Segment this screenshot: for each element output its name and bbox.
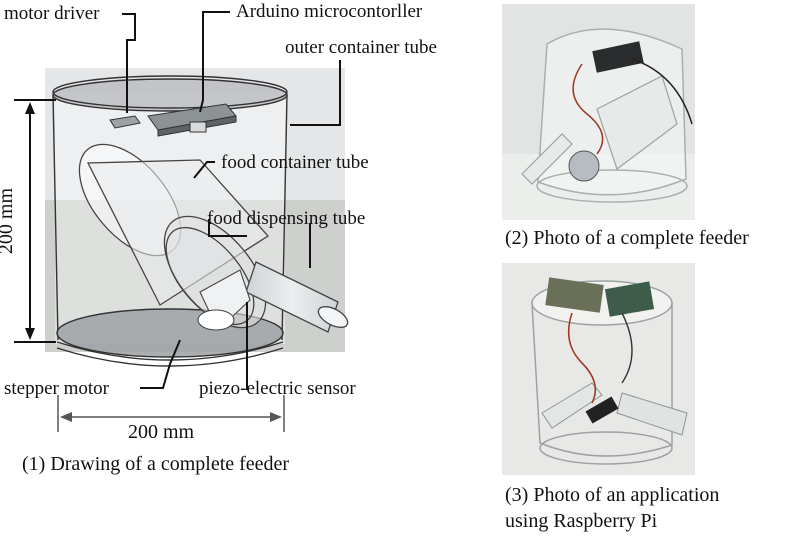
height-dimension	[14, 99, 56, 343]
caption-photo3-line1: (3) Photo of an application	[505, 484, 720, 506]
width-dimension	[57, 395, 285, 432]
photo2-motor	[568, 150, 600, 182]
outer-tube-label: outer container tube	[285, 37, 437, 58]
stepper-motor	[197, 269, 251, 331]
photo-complete-feeder	[502, 4, 695, 220]
photo2-inner-tube	[521, 75, 678, 185]
height-dimension-label: 200 mm	[0, 187, 18, 255]
food-dispensing-tube	[245, 261, 349, 333]
caption-photo3-line2: using Raspberry Pi	[505, 510, 658, 532]
photo3-wires	[567, 312, 597, 404]
photo3-arduino-board	[604, 281, 655, 317]
photo3-dispensing-tube	[616, 392, 688, 436]
piezo-sensor-label: piezo-electric sensor	[199, 378, 356, 399]
food-dispensing-label: food dispensing tube	[207, 208, 366, 229]
leader-lines	[122, 11, 341, 390]
photo2-wires	[572, 63, 604, 155]
motor-driver-label: motor driver	[4, 3, 100, 24]
food-container-label: food container tube	[221, 152, 369, 173]
photo2-board	[592, 41, 644, 73]
width-dimension-label: 200 mm	[128, 421, 195, 443]
photo3-pi-board	[545, 277, 604, 313]
arduino-label: Arduino microcontorller	[236, 1, 423, 22]
caption-photo2: (2) Photo of a complete feeder	[505, 227, 749, 249]
caption-drawing: (1) Drawing of a complete feeder	[22, 453, 290, 475]
photo-raspberry-pi-application	[502, 263, 695, 475]
stepper-motor-label: stepper motor	[4, 378, 110, 399]
motor-driver-board	[109, 115, 141, 129]
